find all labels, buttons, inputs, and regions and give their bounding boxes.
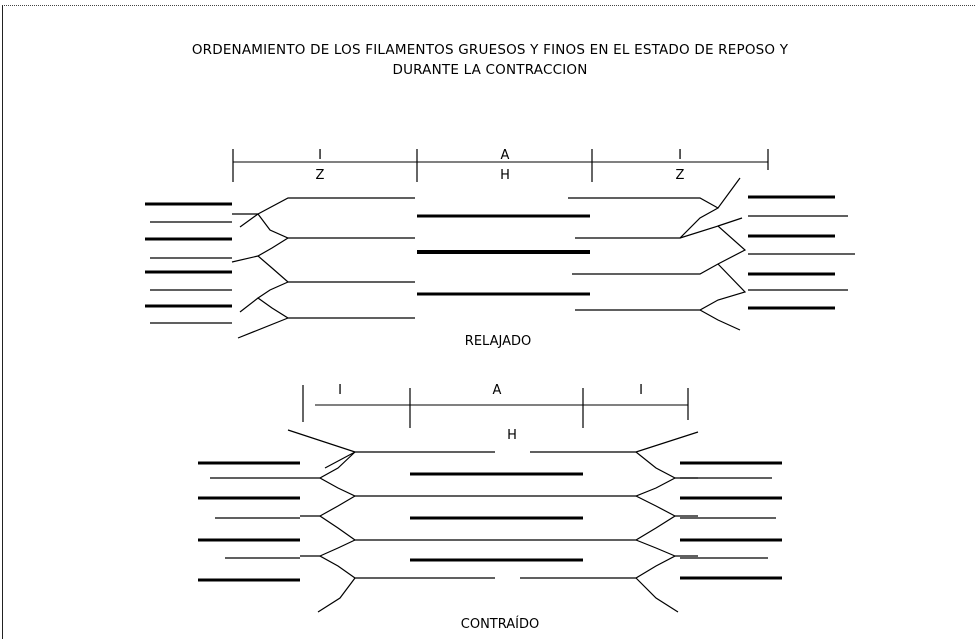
contracted-left-z-line	[287, 429, 520, 613]
relaxed-left-z-line	[231, 197, 415, 339]
relaxed-band-z-right: Z	[676, 168, 685, 183]
contracted-right-z-line	[520, 431, 699, 613]
contracted-band-h: H	[507, 428, 517, 443]
diagram-title-line-2: DURANTE LA CONTRACCION	[392, 62, 588, 78]
contracted-band-a: A	[493, 383, 502, 398]
contracted-caption: CONTRAÍDO	[461, 616, 539, 632]
contracted-band-bracket	[302, 385, 689, 428]
contracted-band-i-left: I	[338, 383, 342, 398]
relaxed-band-bracket	[232, 149, 769, 182]
contracted-thick-filaments	[410, 472, 583, 562]
relaxed-right-outer-filaments	[748, 195, 855, 310]
relaxed-thick-filaments	[417, 214, 590, 296]
relaxed-band-i-left: I	[318, 148, 322, 163]
relaxed-right-z-line	[568, 177, 747, 331]
contracted-left-outer-filaments	[198, 461, 300, 582]
relaxed-band-a: A	[501, 148, 510, 163]
diagram-frame	[2, 5, 975, 639]
relaxed-band-z-left: Z	[316, 168, 325, 183]
contracted-right-outer-filaments	[680, 461, 782, 580]
relaxed-band-i-right: I	[678, 148, 682, 163]
diagram-title-line-1: ORDENAMIENTO DE LOS FILAMENTOS GRUESOS Y…	[191, 42, 789, 58]
relaxed-left-outer-filaments	[145, 202, 232, 324]
contracted-band-i-right: I	[639, 383, 643, 398]
relaxed-band-h: H	[500, 168, 510, 183]
relaxed-caption: RELAJADO	[465, 334, 531, 349]
